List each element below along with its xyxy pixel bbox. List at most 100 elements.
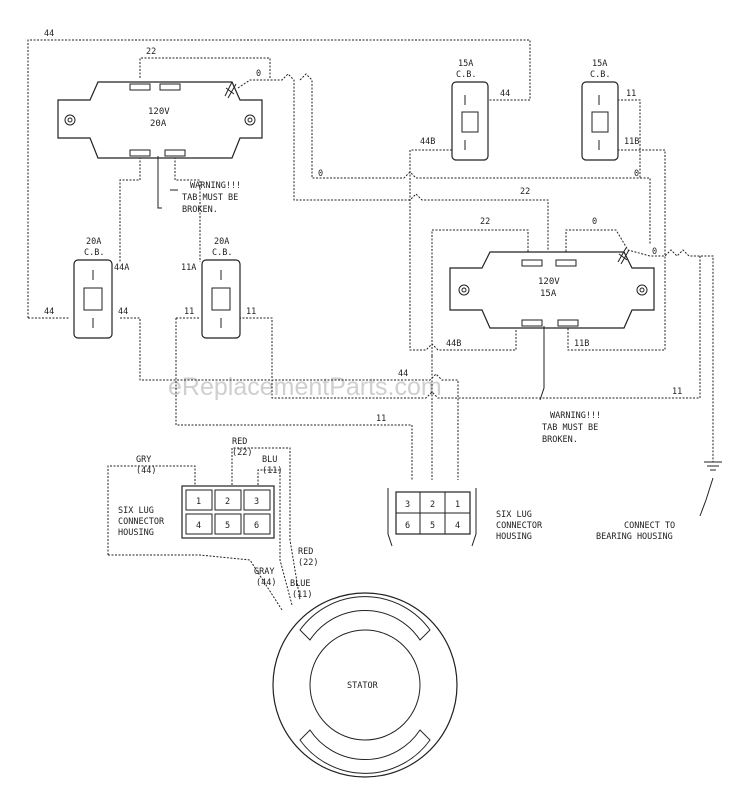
wire-label-11-right: 11	[672, 387, 682, 397]
receptacle-20a: 120V 20A	[57, 81, 263, 159]
stator-outer	[272, 592, 458, 778]
mount-hole-icon	[458, 284, 470, 296]
stator-lead-red: RED	[298, 547, 313, 557]
warning-right-line3: BROKEN.	[542, 435, 578, 445]
breaker-15a-1-rating: 15A	[458, 59, 473, 69]
wire-label-22-left: 22	[480, 217, 490, 227]
breaker-20a-1-body	[73, 259, 113, 339]
wire-11a	[174, 150, 201, 262]
terminal-tab	[159, 83, 181, 91]
wire-0-ground	[565, 229, 714, 462]
breaker-15a-2-rating: 15A	[592, 59, 607, 69]
stator-winding-bottom	[299, 729, 431, 774]
stator-lead-gray: GRAY	[254, 567, 274, 577]
pin-cell	[214, 489, 242, 511]
wire-gry-label: GRY	[136, 455, 151, 465]
mount-hole-icon	[636, 284, 648, 296]
wire-label-44-top: 44	[44, 29, 54, 39]
wire-11-right	[232, 256, 701, 399]
pin-cell	[185, 489, 213, 511]
connector-right-latch	[387, 488, 477, 547]
watermark: eReplacementParts.com	[168, 373, 442, 401]
receptacle-15a-voltage: 120V	[538, 277, 560, 287]
ground-leader	[699, 477, 714, 517]
wire-label-22-top: 22	[146, 47, 156, 57]
wire-0-left	[237, 73, 549, 250]
mount-hole-center	[461, 287, 467, 293]
wire-red-lead	[231, 447, 301, 601]
wire-label-44-left1: 44	[44, 307, 54, 317]
terminal-tab	[555, 259, 577, 267]
wire-label-0-center: 0	[318, 169, 323, 179]
wire-blu-label: BLU	[262, 455, 277, 465]
breaker-button	[591, 111, 609, 133]
wire-label-44a: 44A	[114, 263, 129, 273]
stator-lead-blue: BLUE	[290, 579, 310, 589]
wires	[27, 39, 714, 611]
breaker-20a-2-type: C.B.	[212, 248, 232, 258]
ground-label-line2: BEARING HOUSING	[596, 532, 673, 542]
pin-label: 6	[254, 521, 259, 531]
pin-label: 3	[405, 500, 410, 510]
pin-label: 3	[254, 497, 259, 507]
wire-label-0-top: 0	[256, 69, 261, 79]
pin-label: 4	[196, 521, 201, 531]
receptacle-20a-body	[57, 81, 263, 159]
wire-label-44-center: 44	[398, 369, 408, 379]
pin-cell	[243, 513, 271, 535]
wire-label-44-left2: 44	[118, 307, 128, 317]
wire-44-center	[120, 317, 459, 480]
wire-44a	[119, 150, 141, 262]
mount-hole-center	[639, 287, 645, 293]
terminal-tab	[129, 83, 151, 91]
connector-left: 1 2 3 4 5 6 SIX LUG CONNECTOR HOUSING GR…	[118, 437, 282, 539]
wire-22-top	[139, 57, 271, 78]
breaker-button	[461, 111, 479, 133]
connector-right-label1: SIX LUG	[496, 510, 532, 520]
wire-label-11-mid2: 11	[246, 307, 256, 317]
wire-0-center	[299, 73, 651, 244]
ground: CONNECT TO BEARING HOUSING	[596, 461, 722, 542]
wire-blu-lead	[257, 469, 293, 606]
pin-cell	[243, 489, 271, 511]
receptacle-15a: 120V 15A	[449, 247, 655, 329]
wire-label-22-mid: 22	[520, 187, 530, 197]
pin-cell	[214, 513, 242, 535]
breaker-20a-1-type: C.B.	[84, 248, 104, 258]
terminal-tab	[164, 149, 186, 157]
wire-label-0-far: 0	[652, 247, 657, 257]
wire-blu-number: (11)	[262, 466, 282, 476]
connector-left-label1: SIX LUG	[118, 506, 154, 516]
wire-22-right	[431, 229, 529, 356]
ground-lug-icon	[224, 81, 237, 99]
wire-labels: 44 22 0 44 11 44B 11B 0 0 22 22 0 0 44A …	[44, 29, 682, 424]
terminal-tab	[557, 319, 579, 327]
wire-label-11-mid1: 11	[184, 307, 194, 317]
pin-label: 2	[225, 497, 230, 507]
breaker-15a-2-body	[581, 81, 619, 161]
stator-winding-top	[299, 596, 431, 641]
warning-right-line1: WARNING!!!	[550, 411, 601, 421]
terminal-tab	[129, 149, 151, 157]
pin-label: 5	[430, 521, 435, 531]
warning-left-line2: TAB MUST BE	[182, 193, 238, 203]
terminal-tab	[521, 319, 543, 327]
stator: STATOR RED (22) GRAY (44) BLUE (11)	[254, 547, 458, 778]
stator-lead-gray-number: (44)	[256, 578, 276, 588]
pin-label: 4	[455, 521, 460, 531]
pin-label: 5	[225, 521, 230, 531]
breaker-15a-1-type: C.B.	[456, 70, 476, 80]
breaker-20a-2-rating: 20A	[214, 237, 229, 247]
mount-hole-icon	[64, 114, 76, 126]
breaker-button	[211, 287, 231, 311]
receptacle-15a-rating: 15A	[540, 289, 557, 299]
wire-label-11a: 11A	[181, 263, 196, 273]
breaker-20a-1-rating: 20A	[86, 237, 101, 247]
stator-lead-blue-number: (11)	[292, 590, 312, 600]
warning-left-leader	[157, 156, 162, 209]
wire-label-44b: 44B	[420, 137, 435, 147]
stator-lead-red-number: (22)	[298, 558, 318, 568]
wire-label-11b: 11B	[624, 137, 639, 147]
wire-gray-lead	[108, 554, 283, 611]
